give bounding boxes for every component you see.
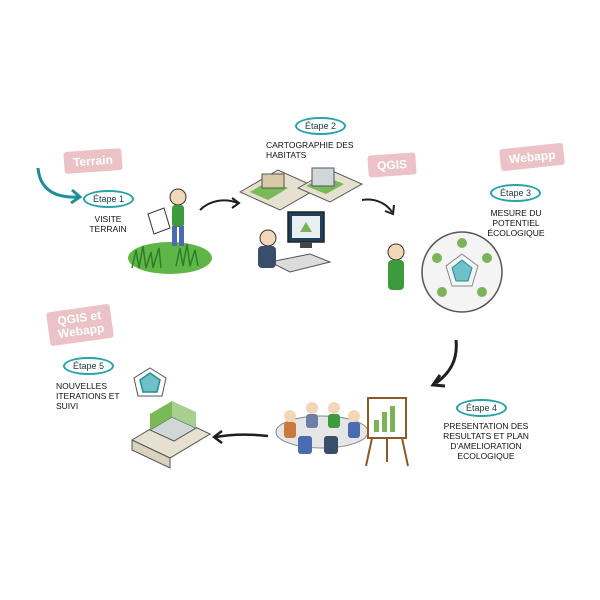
radar-chart-illustration bbox=[387, 231, 503, 313]
entry-arrow-icon bbox=[36, 167, 79, 199]
computer-icon bbox=[258, 211, 332, 273]
step-3-caption: MESURE DU POTENTIEL ÉCOLOGIQUE bbox=[487, 208, 545, 238]
arrow-4-5-icon bbox=[215, 433, 269, 439]
habitat-map-illustration bbox=[238, 167, 364, 211]
etape-1-label: Étape 1 bbox=[83, 190, 135, 208]
step-4-caption: PRESENTATION DES RESULTATS ET PLAN D'AME… bbox=[443, 421, 529, 461]
tag-qgis: QGIS bbox=[367, 152, 417, 178]
arrow-3-4-icon bbox=[435, 339, 458, 385]
tag-terrain: Terrain bbox=[63, 148, 123, 174]
etape-4-label: Étape 4 bbox=[456, 399, 508, 417]
person-survey-illustration bbox=[128, 188, 212, 274]
etape-2-label: Étape 2 bbox=[295, 117, 347, 135]
building-3d-illustration bbox=[130, 367, 212, 469]
meeting-illustration bbox=[275, 397, 409, 467]
etape-5-label: Étape 5 bbox=[63, 357, 115, 375]
arrow-2-3-icon bbox=[361, 198, 393, 213]
etape-3-label: Étape 3 bbox=[490, 184, 542, 202]
step-2-caption: CARTOGRAPHIE DES HABITATS bbox=[266, 140, 354, 160]
step-5-caption: NOUVELLES ITERATIONS ET SUIVI bbox=[56, 381, 120, 411]
arrow-1-2-icon bbox=[199, 199, 239, 211]
step-1-caption: VISITE TERRAIN bbox=[89, 214, 127, 234]
